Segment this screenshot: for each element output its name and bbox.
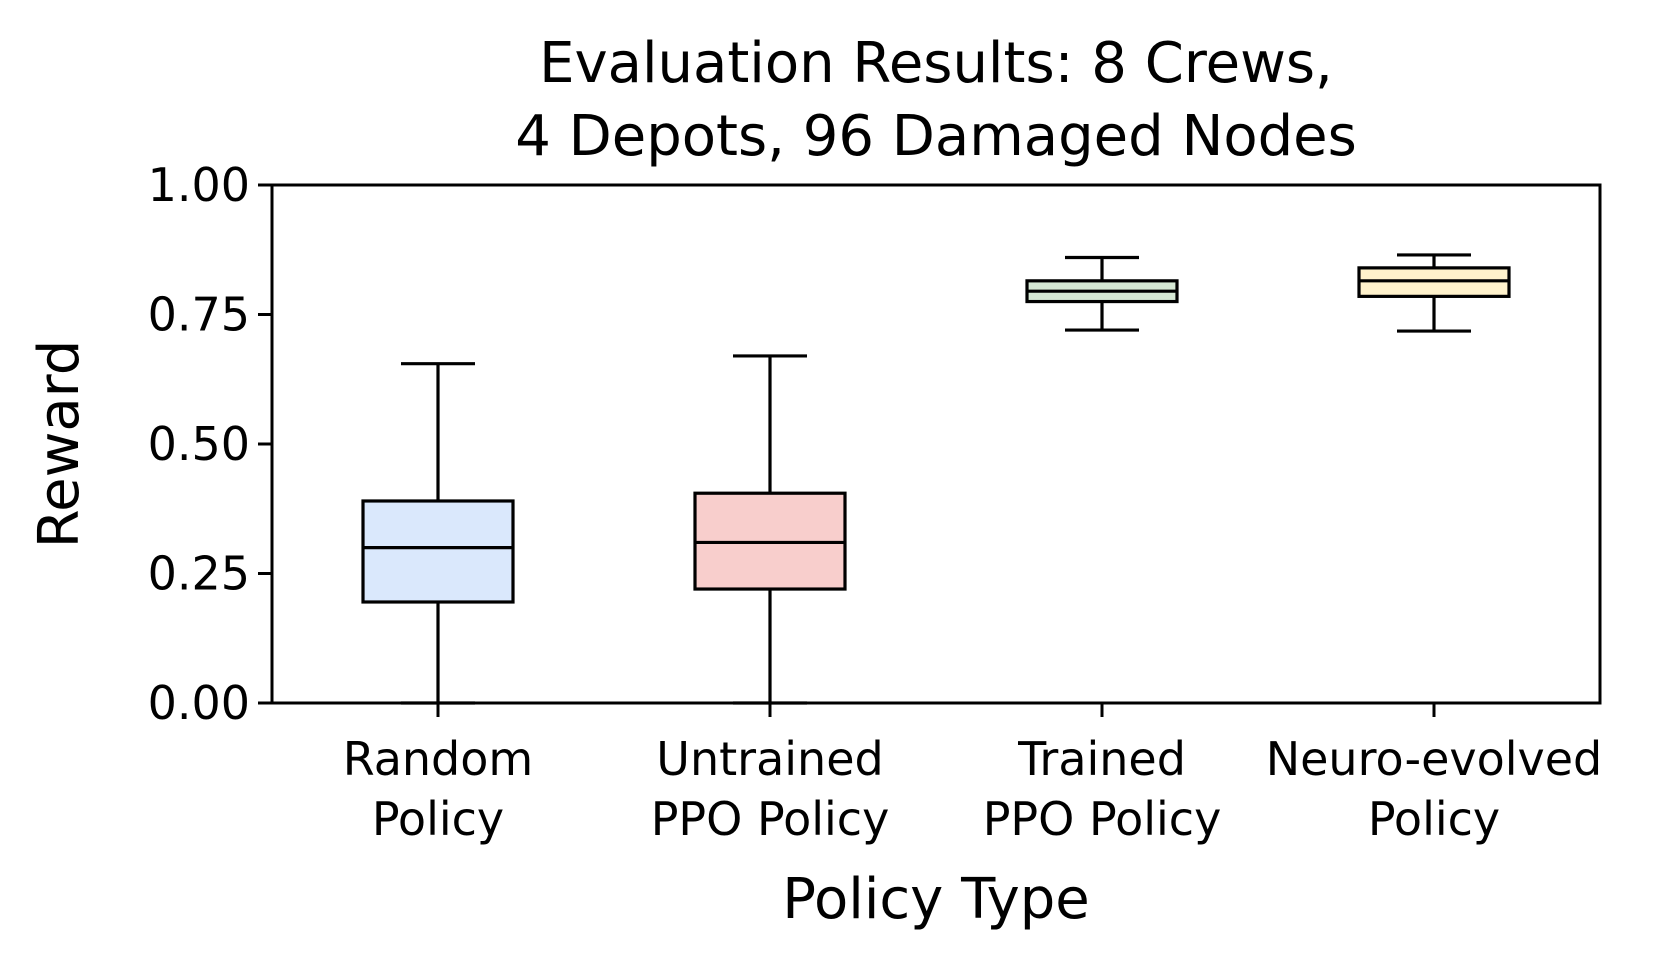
y-tick-label: 1.00 [148, 158, 250, 212]
y-tick-label: 0.50 [148, 417, 250, 471]
x-tick-label: Policy [372, 792, 504, 846]
y-axis-label: Reward [27, 340, 92, 549]
y-tick-label: 0.00 [148, 676, 250, 730]
box-3 [1357, 253, 1511, 333]
box-0 [361, 362, 515, 705]
iqr-box [361, 499, 515, 604]
plot-area [270, 183, 1602, 705]
x-tick-label: Random [343, 732, 533, 786]
x-tick-label: PPO Policy [651, 792, 890, 846]
x-axis-label: Policy Type [782, 867, 1090, 932]
title-line: 4 Depots, 96 Damaged Nodes [515, 104, 1357, 169]
x-tick-label: PPO Policy [983, 792, 1222, 846]
y-tick-label: 0.25 [148, 547, 250, 601]
y-tick-label: 0.75 [148, 288, 250, 342]
box-1 [693, 354, 847, 705]
x-tick-label: Untrained [656, 732, 883, 786]
box-2 [1025, 255, 1179, 332]
x-tick-label: Neuro-evolved [1266, 732, 1603, 786]
title-line: Evaluation Results: 8 Crews, [539, 31, 1333, 96]
chart-title: Evaluation Results: 8 Crews, 4 Depots, 96… [515, 31, 1357, 169]
x-tick-label: Policy [1368, 792, 1500, 846]
x-tick-label: Trained [1017, 732, 1186, 786]
plot-frame [270, 183, 1602, 705]
